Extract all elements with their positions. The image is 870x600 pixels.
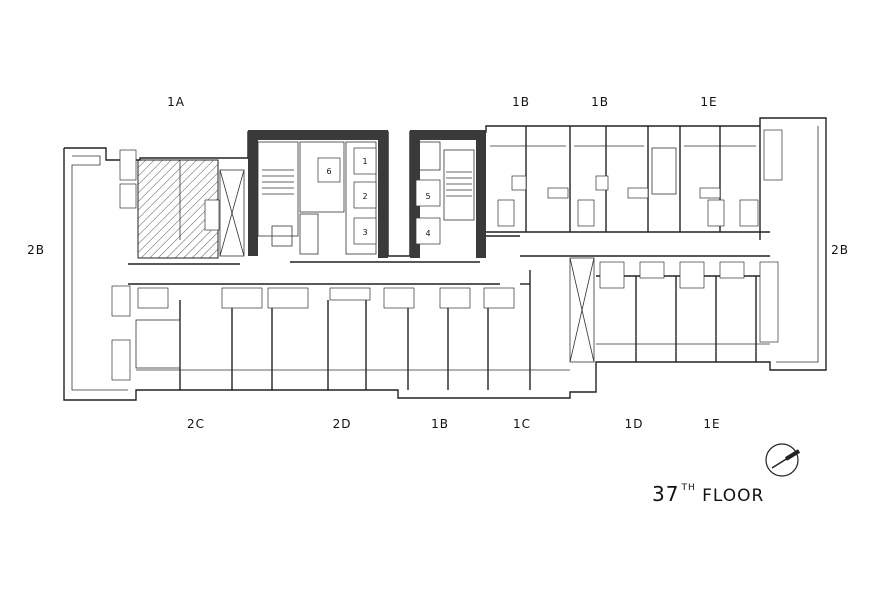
unit-label: 1B [431,417,449,431]
unit-label: 1C [513,417,531,431]
unit-label: 1E [703,417,720,431]
unit-labels-side: 2B 2B [27,243,849,257]
unit-label: 1B [512,95,530,109]
lift-label: 4 [425,229,430,238]
stair-core-left [262,169,294,195]
unit-labels-top: 1A 1B 1B 1E [167,95,717,109]
building-outline [63,117,827,401]
units-bottom [111,257,779,390]
core-left [219,130,388,258]
floor-suffix: TH [681,483,696,494]
unit-label: 1D [625,417,644,431]
unit-label: 1B [591,95,609,109]
lift-label: 3 [362,228,367,237]
lift-labels: 1 2 3 4 5 6 [326,157,430,238]
unit-label: 1A [167,95,185,109]
unit-label: 2B [831,243,849,257]
north-arrow-icon [765,443,801,477]
lift-label: 2 [362,192,367,201]
lift-label: 6 [326,167,331,176]
lift-label: 1 [362,157,367,166]
floor-label: FLOOR [702,486,765,506]
unit-label: 2B [27,243,45,257]
lift-label: 5 [425,192,430,201]
unit-label: 2D [333,417,352,431]
units-top-right [490,126,783,240]
stair-core-right [446,171,472,197]
unit-labels-bottom: 2C 2D 1B 1C 1D 1E [187,417,720,431]
floor-number: 37 [652,482,680,506]
core-right [410,130,486,258]
unit-label: 1E [700,95,717,109]
unit-label: 2C [187,417,205,431]
unit-1A [119,149,220,259]
